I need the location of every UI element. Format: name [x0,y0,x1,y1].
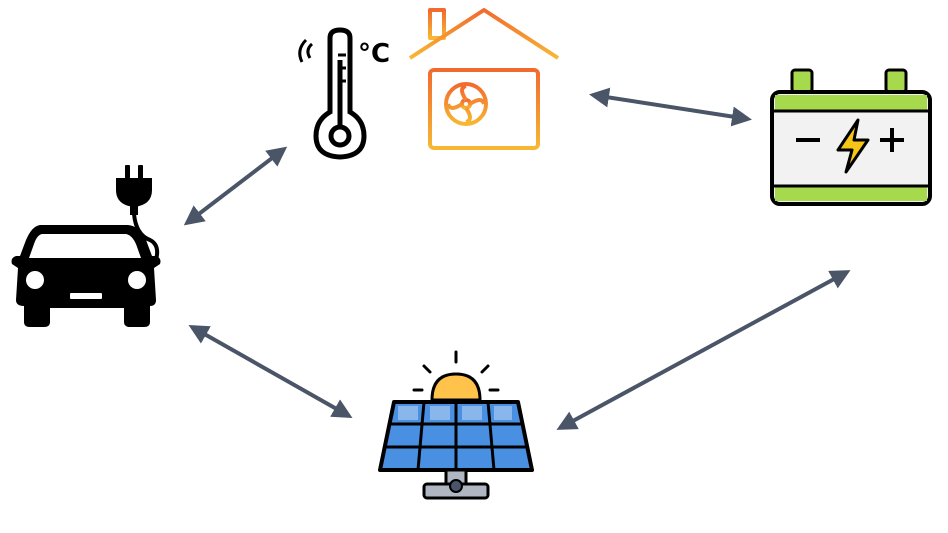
battery-icon [770,68,932,206]
arrow-heatpump-battery [589,87,752,127]
sun-icon [430,372,482,402]
electric-car-icon [11,165,161,327]
arrows [183,87,851,430]
plug-icon [116,165,160,261]
arrow-car-solar [188,325,353,418]
heat-pump-house-icon [408,8,560,160]
solar-panel-icon [378,350,534,500]
arrow-solar-battery [556,270,851,430]
thermometer-icon: °C [298,27,390,160]
thermometer-unit-label: °C [358,39,390,69]
lightning-bolt-icon [836,118,870,174]
arrow-car-heatpump [183,146,288,226]
